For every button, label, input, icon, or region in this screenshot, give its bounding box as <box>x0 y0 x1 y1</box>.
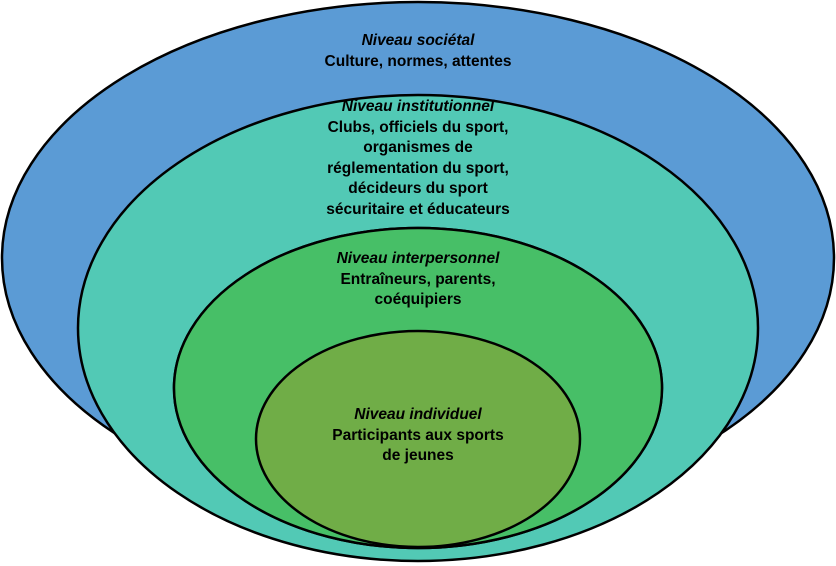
individual-level-label: Niveau individuel Participants aux sport… <box>0 405 836 467</box>
institutional-level-label: Niveau institutionnel Clubs, officiels d… <box>0 97 836 220</box>
institutional-level-title: Niveau institutionnel <box>341 98 495 115</box>
interpersonal-level-title: Niveau interpersonnel <box>336 250 500 267</box>
societal-level-title: Niveau sociétal <box>361 32 475 49</box>
individual-level-description-line: de jeunes <box>382 447 454 464</box>
interpersonal-level-label: Niveau interpersonnel Entraîneurs, paren… <box>0 249 836 311</box>
individual-level-description-line: Participants aux sports <box>332 426 504 444</box>
institutional-level-description-line: réglementation du sport, <box>327 159 509 177</box>
interpersonal-level-description-line: coéquipiers <box>374 291 462 308</box>
institutional-level-description-line: Clubs, officiels du sport, <box>327 118 509 136</box>
individual-level-ellipse-overlay <box>254 329 582 549</box>
individual-level-title: Niveau individuel <box>354 406 482 423</box>
institutional-level-description-line: sécuritaire et éducateurs <box>326 200 510 218</box>
societal-level-label: Niveau sociétal Culture, normes, attente… <box>0 31 836 72</box>
interpersonal-level-description-line: Entraîneurs, parents, <box>340 270 496 288</box>
societal-level-description: Culture, normes, attentes <box>324 52 512 70</box>
institutional-level-description-line: décideurs du sport <box>348 180 488 197</box>
institutional-level-description-line: organismes de <box>363 139 473 156</box>
